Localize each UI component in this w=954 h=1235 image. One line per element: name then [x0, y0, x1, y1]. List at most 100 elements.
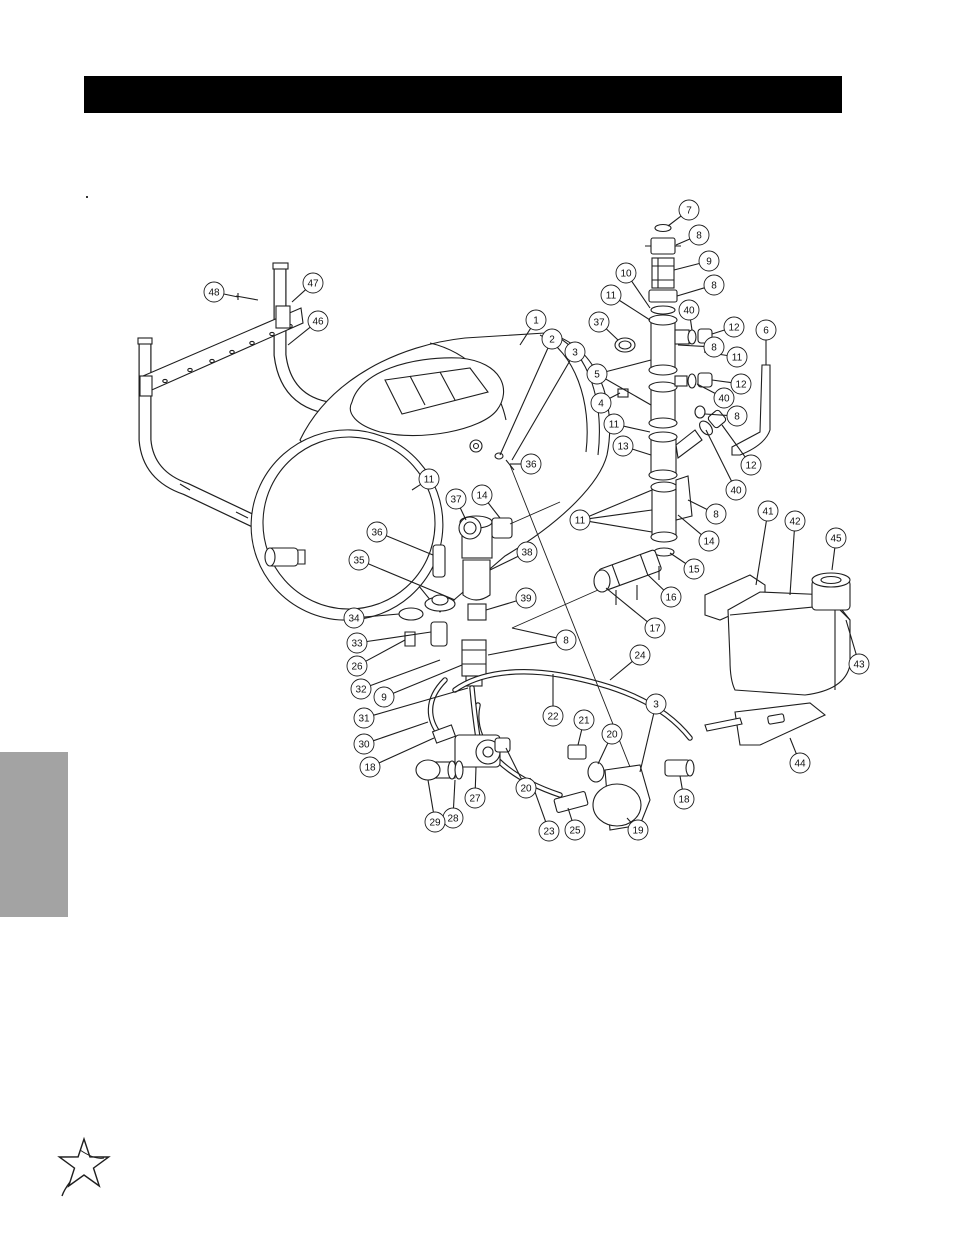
leader-line [393, 664, 463, 694]
callout-badge: 27 [464, 787, 486, 809]
callout-badge: 12 [730, 373, 752, 395]
callout-circle [418, 468, 440, 490]
callout-circle [673, 788, 695, 810]
pump [415, 724, 511, 781]
callout-badge: 38 [516, 541, 538, 563]
callout-badge: 48 [203, 281, 225, 303]
leader-line [711, 329, 725, 335]
callout-circle [627, 819, 649, 841]
leader-line [632, 448, 652, 456]
leader-line [378, 737, 435, 764]
callout-number: 20 [520, 784, 532, 795]
leader-line [673, 262, 700, 271]
callout-number: 43 [853, 660, 865, 671]
leader-line [567, 807, 573, 821]
callout-circle [555, 629, 577, 651]
callout-badge: 12 [723, 316, 745, 338]
callout-badge: 2 [541, 328, 563, 350]
callout-badge: 11 [726, 346, 748, 368]
callout-badge: 6 [755, 319, 777, 341]
callout-number: 46 [312, 317, 324, 328]
callout-number: 26 [351, 662, 363, 673]
callout-circle [726, 346, 748, 368]
callout-number: 25 [569, 826, 581, 837]
callout-badge: 8 [555, 629, 577, 651]
callout-circle [757, 500, 779, 522]
callout-number: 32 [355, 685, 367, 696]
leader-line [370, 659, 441, 687]
callout-number: 8 [734, 412, 740, 423]
callout-number: 7 [686, 206, 692, 217]
leader-line [631, 280, 651, 309]
callout-number: 15 [688, 565, 700, 576]
leader-line [487, 641, 557, 656]
callout-circle [586, 363, 608, 385]
callout-badge: 45 [825, 527, 847, 549]
callout-circle [848, 653, 870, 675]
callout-badge: 8 [703, 274, 725, 296]
callout-badge: 40 [713, 387, 735, 409]
callout-circle [789, 752, 811, 774]
callout-circle [302, 272, 324, 294]
callout-number: 16 [665, 593, 677, 604]
callout-number: 8 [563, 636, 569, 647]
callout-badge: 26 [346, 655, 368, 677]
leader-line [679, 775, 683, 790]
leader-line [577, 729, 583, 746]
callout-number: 12 [745, 461, 757, 472]
leader-line [639, 713, 655, 773]
callout-circle [678, 199, 700, 221]
callout-badge: 44 [789, 752, 811, 774]
callout-badge: 8 [726, 405, 748, 427]
callout-number: 5 [594, 370, 600, 381]
callout-badge: 40 [725, 479, 747, 501]
callout-badge: 1 [525, 309, 547, 331]
callout-circle [348, 549, 370, 571]
callout-circle [601, 723, 623, 745]
leader-line [367, 563, 456, 601]
callout-number: 11 [732, 353, 743, 364]
leader-line [597, 742, 609, 765]
callout-badge: 11 [569, 509, 591, 531]
callout-circle [698, 530, 720, 552]
callout-badge: 40 [678, 299, 700, 321]
callout-number: 22 [547, 712, 559, 723]
leader-line [845, 619, 857, 655]
callout-badge: 9 [373, 686, 395, 708]
callout-number: 38 [521, 548, 533, 559]
leader-line [626, 817, 632, 823]
callout-number: 37 [450, 495, 462, 506]
callout-badge: 22 [542, 705, 564, 727]
callout-badge: 39 [515, 587, 537, 609]
leader-line [589, 509, 653, 520]
leader-line [505, 747, 522, 780]
callout-badge: 32 [350, 678, 372, 700]
callout-number: 28 [447, 814, 459, 825]
callout-badge: 28 [442, 807, 464, 829]
callout-number: 6 [763, 326, 769, 337]
callout-circle [730, 373, 752, 395]
callout-circle [740, 454, 762, 476]
leader-line [386, 535, 434, 556]
callout-number: 40 [683, 306, 695, 317]
callout-badge: 34 [343, 607, 365, 629]
callout-number: 9 [381, 693, 387, 704]
leader-line [511, 627, 557, 639]
callout-badge: 41 [757, 500, 779, 522]
callout-number: 20 [606, 730, 618, 741]
callout-circle [353, 707, 375, 729]
callout-number: 37 [593, 318, 605, 329]
callout-number: 8 [713, 510, 719, 521]
callout-badge: 3 [564, 341, 586, 363]
callout-number: 14 [703, 537, 715, 548]
leader-lines [223, 215, 857, 823]
callout-circle [705, 503, 727, 525]
leader-line [609, 660, 633, 681]
callout-circle [541, 328, 563, 350]
callout-badge: 11 [603, 413, 625, 435]
leader-line [588, 489, 653, 517]
callout-badge: 19 [627, 819, 649, 841]
callout-circle [703, 336, 725, 358]
callout-badge: 13 [612, 435, 634, 457]
leader-line [789, 737, 797, 754]
